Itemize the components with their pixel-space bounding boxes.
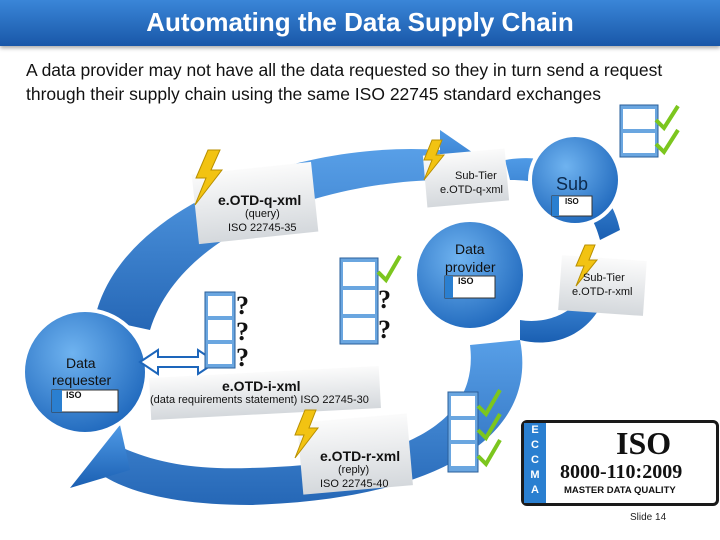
page-title: Automating the Data Supply Chain bbox=[146, 7, 574, 37]
subtier-q-label-2: e.OTD-q-xml bbox=[440, 184, 503, 196]
iso-8000-badge: E C C M A ISO 8000-110:2009 MASTER DATA … bbox=[521, 420, 719, 506]
eccma-letter: M bbox=[530, 469, 540, 481]
svg-text:?: ? bbox=[236, 291, 249, 320]
subtier-r-label-2: e.OTD-r-xml bbox=[572, 286, 633, 298]
badge-tag-text: MASTER DATA QUALITY bbox=[564, 485, 676, 496]
eccma-letter: A bbox=[531, 484, 539, 496]
r-xml-document bbox=[297, 413, 413, 495]
eccma-sidebar: E C C M A bbox=[524, 423, 546, 503]
mini-iso-badge-icon bbox=[444, 275, 496, 299]
subtier-r-label-1: Sub-Tier bbox=[583, 272, 625, 284]
provider-label-2: provider bbox=[445, 259, 496, 275]
slide-number: Slide 14 bbox=[630, 512, 667, 523]
r-reply-label: (reply) bbox=[338, 464, 370, 476]
eccma-letter: C bbox=[531, 454, 539, 466]
reply-arc-head bbox=[70, 425, 130, 488]
reply-arc-arrow bbox=[95, 340, 523, 505]
subtier-r-document bbox=[558, 255, 647, 316]
mini-iso-badge-icon bbox=[51, 389, 119, 413]
lightning-icon bbox=[294, 409, 320, 459]
eccma-letter: C bbox=[531, 439, 539, 451]
mini-badge-iso: ISO bbox=[565, 197, 579, 206]
q-xml-label: e.OTD-q-xml bbox=[218, 192, 302, 208]
subtier-q-label-1: Sub-Tier bbox=[455, 170, 497, 182]
badge-iso-text: ISO bbox=[616, 425, 672, 461]
svg-text:?: ? bbox=[236, 343, 249, 372]
mini-badge-iso: ISO bbox=[458, 276, 474, 286]
intro-text: A data provider may not have all the dat… bbox=[26, 60, 663, 104]
eccma-letter: E bbox=[531, 424, 539, 436]
mini-badge-iso: ISO bbox=[66, 390, 82, 400]
sub-node-label: Sub bbox=[556, 174, 589, 194]
r-iso-label: ISO 22745-40 bbox=[320, 478, 389, 490]
i-xml-document bbox=[149, 366, 381, 420]
lightning-icon bbox=[194, 149, 224, 206]
lightning-icon bbox=[423, 139, 446, 181]
svg-text:?: ? bbox=[378, 285, 391, 314]
svg-text:?: ? bbox=[378, 315, 391, 344]
q-xml-document bbox=[191, 161, 319, 245]
r-xml-label: e.OTD-r-xml bbox=[320, 448, 401, 464]
badge-code-text: 8000-110:2009 bbox=[560, 461, 683, 483]
lightning-icon bbox=[575, 244, 599, 287]
svg-text:?: ? bbox=[236, 317, 249, 346]
requester-label-2: requester bbox=[52, 372, 112, 388]
provider-label-1: Data bbox=[455, 241, 485, 257]
reply-data-grid-icon bbox=[447, 388, 502, 473]
sub-data-grid-icon bbox=[619, 104, 680, 158]
q-query-label: (query) bbox=[245, 208, 280, 220]
data-provider-node bbox=[413, 218, 527, 332]
i-xml-label: e.OTD-i-xml bbox=[222, 378, 301, 394]
subtier-q-document bbox=[422, 148, 510, 208]
mini-iso-badge-icon bbox=[551, 195, 593, 217]
title-bar: Automating the Data Supply Chain bbox=[0, 0, 720, 46]
i-xml-desc: (data requirements statement) ISO 22745-… bbox=[150, 394, 369, 406]
provider-data-grid-icon: ? ? bbox=[339, 254, 402, 345]
request-data-grid-icon: ? ? ? bbox=[204, 291, 249, 372]
q-iso-label: ISO 22745-35 bbox=[228, 222, 297, 234]
requester-label-1: Data bbox=[66, 355, 96, 371]
